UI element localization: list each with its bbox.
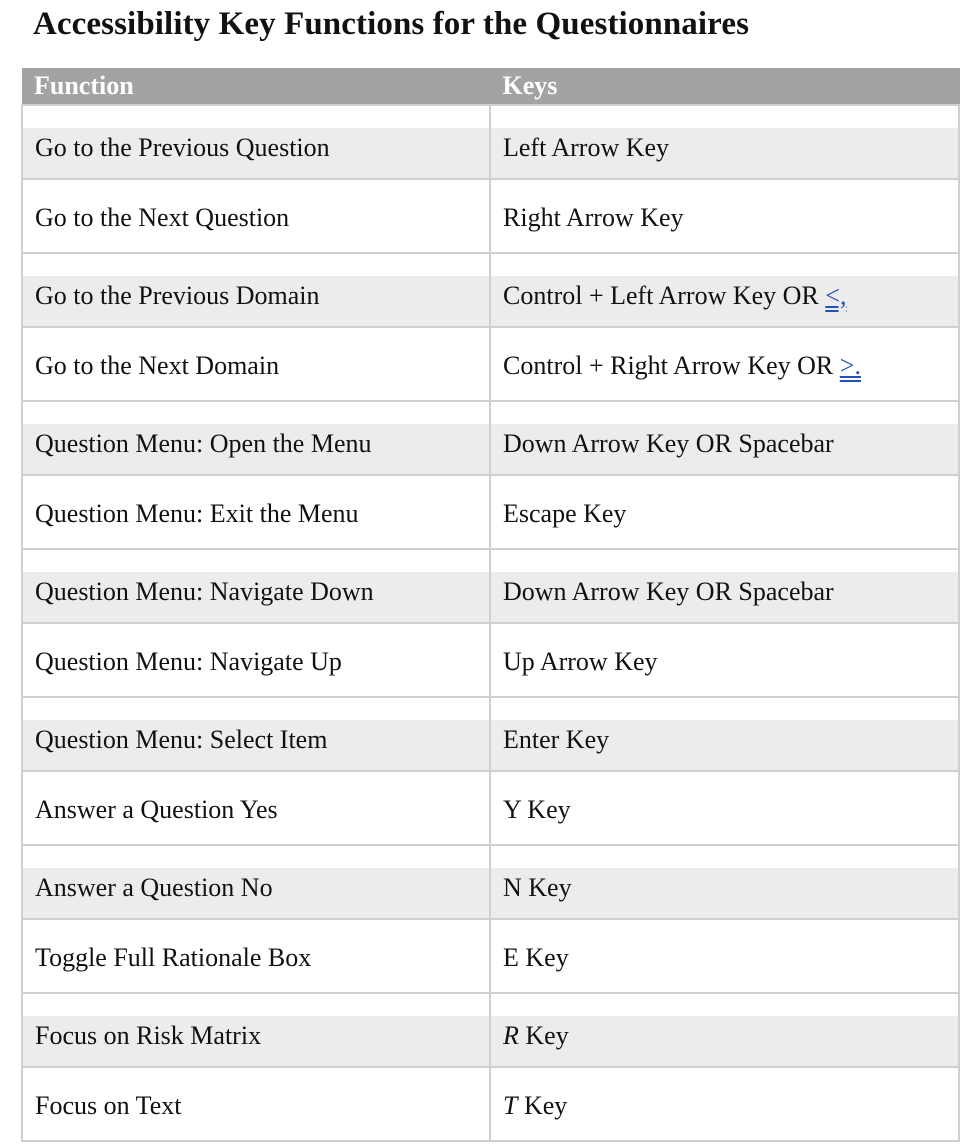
keys-cell: E Key bbox=[489, 918, 960, 994]
table-row: Focus on Text T Key bbox=[21, 1066, 960, 1142]
table-row: Go to the Previous Domain Control + Left… bbox=[21, 252, 960, 328]
keys-cell: Down Arrow Key OR Spacebar bbox=[489, 548, 960, 624]
shortcut-link[interactable]: >. bbox=[839, 351, 861, 380]
table-row: Focus on Risk Matrix R Key bbox=[21, 992, 960, 1068]
table-row: Question Menu: Exit the Menu Escape Key bbox=[21, 474, 960, 550]
keys-cell: Enter Key bbox=[489, 696, 960, 772]
header-keys: Keys bbox=[490, 68, 960, 105]
table-row: Question Menu: Navigate Up Up Arrow Key bbox=[21, 622, 960, 698]
shortcut-link[interactable]: <, bbox=[825, 281, 847, 310]
keys-cell: Control + Left Arrow Key OR <, bbox=[489, 252, 960, 328]
table-row: Go to the Next Domain Control + Right Ar… bbox=[21, 326, 960, 402]
function-cell: Question Menu: Navigate Up bbox=[21, 622, 491, 698]
table-row: Question Menu: Open the Menu Down Arrow … bbox=[21, 400, 960, 476]
keys-cell: Up Arrow Key bbox=[489, 622, 960, 698]
function-cell: Focus on Text bbox=[21, 1066, 491, 1142]
page-title: Accessibility Key Functions for the Ques… bbox=[33, 6, 750, 42]
function-cell: Answer a Question Yes bbox=[21, 770, 491, 846]
key-functions-table: Function Keys Go to the Previous Questio… bbox=[21, 68, 960, 1142]
table-row: Go to the Previous Question Left Arrow K… bbox=[21, 104, 960, 180]
keys-cell: Down Arrow Key OR Spacebar bbox=[489, 400, 960, 476]
keys-cell: Right Arrow Key bbox=[489, 178, 960, 254]
table-row: Answer a Question Yes Y Key bbox=[21, 770, 960, 846]
keys-cell: Left Arrow Key bbox=[489, 104, 960, 180]
keys-cell: Escape Key bbox=[489, 474, 960, 550]
function-cell: Go to the Next Question bbox=[21, 178, 491, 254]
keys-cell: Control + Right Arrow Key OR >. bbox=[489, 326, 960, 402]
header-function: Function bbox=[22, 68, 491, 105]
table-row: Question Menu: Select Item Enter Key bbox=[21, 696, 960, 772]
function-cell: Go to the Previous Question bbox=[21, 104, 491, 180]
function-cell: Go to the Previous Domain bbox=[21, 252, 491, 328]
keys-cell: N Key bbox=[489, 844, 960, 920]
keys-cell: R Key bbox=[489, 992, 960, 1068]
keys-cell: T Key bbox=[489, 1066, 960, 1142]
function-cell: Go to the Next Domain bbox=[21, 326, 491, 402]
function-cell: Question Menu: Select Item bbox=[21, 696, 491, 772]
keys-cell: Y Key bbox=[489, 770, 960, 846]
table-header-row: Function Keys bbox=[22, 68, 960, 105]
function-cell: Toggle Full Rationale Box bbox=[21, 918, 491, 994]
function-cell: Question Menu: Open the Menu bbox=[21, 400, 491, 476]
table-row: Question Menu: Navigate Down Down Arrow … bbox=[21, 548, 960, 624]
function-cell: Question Menu: Navigate Down bbox=[21, 548, 491, 624]
table-row: Toggle Full Rationale Box E Key bbox=[21, 918, 960, 994]
function-cell: Question Menu: Exit the Menu bbox=[21, 474, 491, 550]
function-cell: Answer a Question No bbox=[21, 844, 491, 920]
table-row: Answer a Question No N Key bbox=[21, 844, 960, 920]
function-cell: Focus on Risk Matrix bbox=[21, 992, 491, 1068]
table-row: Go to the Next Question Right Arrow Key bbox=[21, 178, 960, 254]
